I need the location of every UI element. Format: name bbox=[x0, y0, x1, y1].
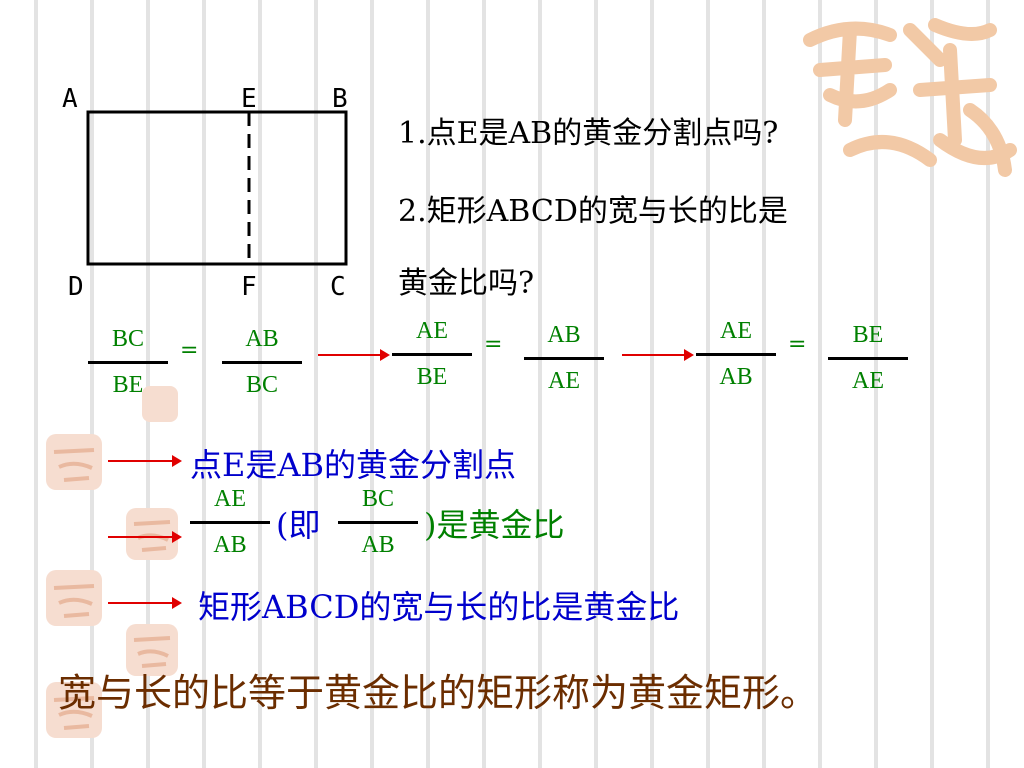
fraction-bar bbox=[392, 353, 472, 356]
point-label-c: C bbox=[330, 272, 346, 302]
denominator: AB bbox=[719, 364, 753, 390]
arrow-icon bbox=[318, 349, 390, 361]
equals-sign: = bbox=[484, 332, 503, 357]
point-label-e: E bbox=[241, 84, 257, 114]
seal-watermark-icon bbox=[126, 624, 178, 676]
arrow-icon bbox=[622, 349, 694, 361]
question-2-continued: 黄金比吗? bbox=[398, 266, 535, 301]
equals-sign: = bbox=[788, 332, 807, 357]
seal-watermark-icon bbox=[46, 682, 102, 738]
golden-rectangle-figure bbox=[86, 110, 348, 266]
fraction-ab-bc: AB BC bbox=[222, 326, 302, 399]
arrow-icon bbox=[108, 531, 182, 543]
fraction-ae-be: AE BE bbox=[392, 318, 472, 391]
fraction-bar bbox=[828, 357, 908, 360]
denominator: AB bbox=[361, 532, 395, 558]
numerator: AB bbox=[547, 322, 581, 348]
arrow-icon bbox=[108, 597, 182, 609]
fraction-ae-ab-conclusion: AE AB bbox=[190, 486, 270, 559]
numerator: BE bbox=[852, 322, 884, 348]
question-1: 1.点E是AB的黄金分割点吗? bbox=[398, 116, 779, 151]
fraction-bc-be: BC BE bbox=[88, 326, 168, 399]
numerator: AE bbox=[214, 486, 246, 512]
numerator: AE bbox=[720, 318, 752, 344]
conclusion-golden-section-point: 点E是AB的黄金分割点 bbox=[190, 446, 516, 484]
numerator: BC bbox=[361, 486, 394, 512]
conclusion-rectangle-ratio: 矩形ABCD的宽与长的比是黄金比 bbox=[198, 588, 680, 626]
numerator: AB bbox=[245, 326, 279, 352]
numerator: BC bbox=[111, 326, 144, 352]
rectangle-abcd bbox=[86, 110, 348, 266]
fraction-bar bbox=[190, 521, 270, 524]
point-label-f: F bbox=[241, 272, 257, 302]
conclusion-paren-open: (即 bbox=[276, 506, 321, 544]
fraction-bar bbox=[338, 521, 418, 524]
point-label-b: B bbox=[332, 84, 348, 114]
denominator: AE bbox=[548, 368, 580, 394]
golden-rectangle-definition: 宽与长的比等于黄金比的矩形称为黄金矩形。 bbox=[58, 671, 819, 715]
seal-watermark-icon bbox=[142, 386, 178, 422]
numerator: AE bbox=[416, 318, 448, 344]
point-label-d: D bbox=[68, 272, 84, 302]
equals-sign: = bbox=[180, 338, 199, 363]
denominator: BC bbox=[245, 372, 278, 398]
denominator: AB bbox=[213, 532, 247, 558]
denominator: BE bbox=[112, 372, 144, 398]
fraction-ab-ae: AB AE bbox=[524, 322, 604, 395]
fraction-bar bbox=[88, 361, 168, 364]
denominator: AE bbox=[852, 368, 884, 394]
seal-watermark-icon bbox=[46, 434, 102, 490]
seal-watermark-icon bbox=[46, 570, 102, 626]
fraction-be-ae: BE AE bbox=[828, 322, 908, 395]
denominator: BE bbox=[416, 364, 448, 390]
seal-watermark-icon bbox=[803, 18, 1017, 177]
fraction-bar bbox=[524, 357, 604, 360]
fraction-bc-ab-conclusion: BC AB bbox=[338, 486, 418, 559]
question-2: 2.矩形ABCD的宽与长的比是 bbox=[398, 194, 788, 229]
fraction-ae-ab: AE AB bbox=[696, 318, 776, 391]
fraction-bar bbox=[222, 361, 302, 364]
arrow-icon bbox=[108, 455, 182, 467]
point-label-a: A bbox=[62, 84, 78, 114]
fraction-bar bbox=[696, 353, 776, 356]
conclusion-golden-ratio: )是黄金比 bbox=[424, 506, 565, 544]
